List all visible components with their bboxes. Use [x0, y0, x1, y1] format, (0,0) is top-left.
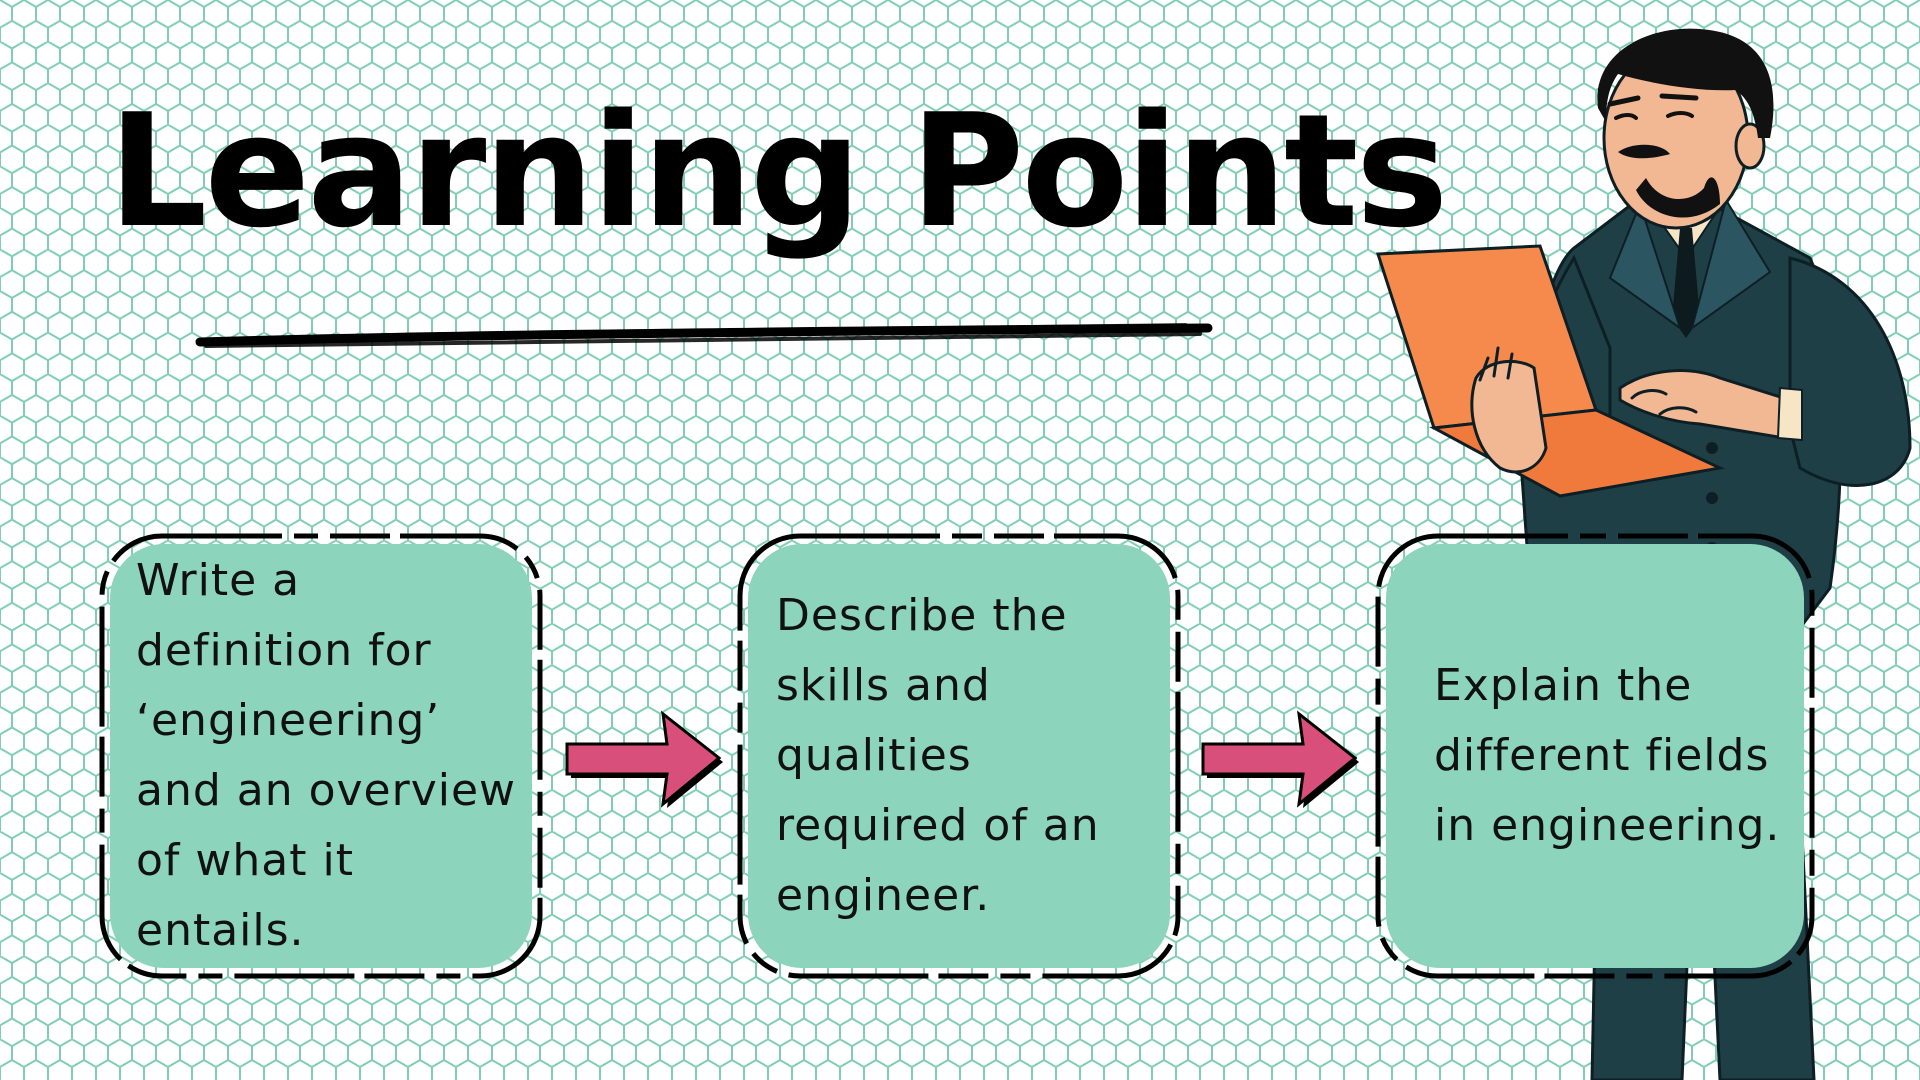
learning-point-text-2: Describe the skills and qualities requir…: [776, 590, 1100, 921]
learning-point-card-3: Explain the different fields in engineer…: [1375, 533, 1815, 979]
learning-point-card-2: Describe the skills and qualities requir…: [737, 533, 1181, 979]
title-underline: [195, 323, 1213, 348]
learning-point-text-3: Explain the different fields in engineer…: [1434, 660, 1781, 851]
learning-point-text-1: Write a definition for ‘engineering’ and…: [136, 555, 517, 956]
learning-point-card-1: Write a definition for ‘engineering’ and…: [99, 533, 543, 979]
right-arrow-icon: [565, 710, 723, 808]
right-arrow-icon: [1201, 710, 1359, 808]
slide-title: Learning Points: [108, 80, 1448, 262]
